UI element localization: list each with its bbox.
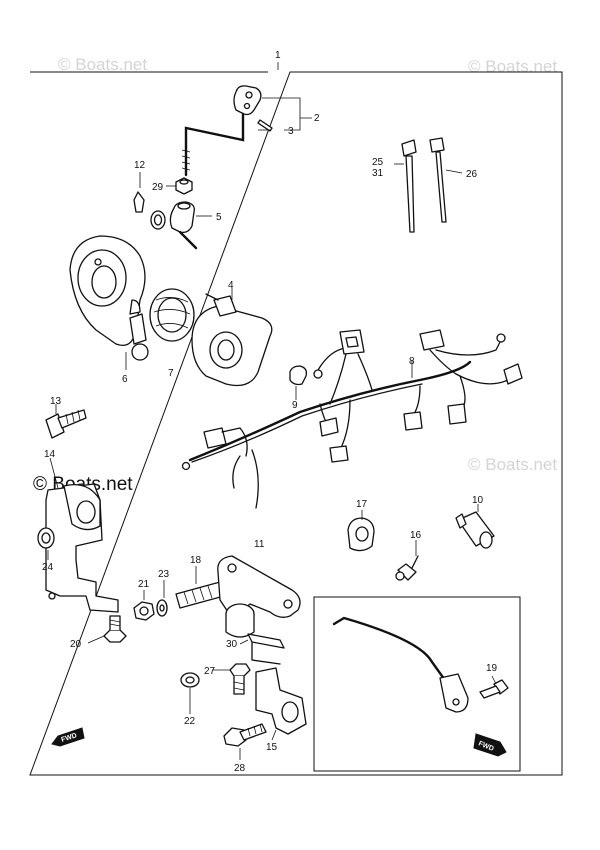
bolt-19 [479, 679, 509, 699]
terminal-16 [395, 555, 419, 581]
callout-16: 16 [410, 530, 422, 541]
bolt-27 [229, 663, 251, 695]
main-frame [29, 71, 563, 776]
callout-23: 23 [158, 569, 170, 580]
wiring-harness [181, 329, 523, 509]
callout-2: 2 [314, 113, 320, 124]
callout-13: 13 [50, 396, 62, 407]
fwd-arrow-left: FWD [51, 727, 85, 747]
clip-30 [247, 633, 285, 665]
callout-14: 14 [44, 449, 56, 460]
callout-26: 26 [466, 169, 478, 180]
nut-washer-rod [133, 581, 225, 621]
bracket-plate-11 [217, 555, 301, 638]
callout-5: 5 [216, 212, 222, 223]
grommet-17 [347, 517, 375, 552]
callout-28: 28 [234, 763, 246, 774]
callout-29: 29 [152, 182, 164, 193]
callout-19: 19 [486, 663, 498, 674]
bracket-15 [255, 667, 307, 735]
callout-4: 4 [228, 280, 234, 291]
bolt-20 [103, 615, 127, 643]
callout-7: 7 [168, 368, 174, 379]
connector-10 [455, 511, 495, 549]
cam-spring [149, 288, 195, 342]
cable-tie-26 [429, 137, 447, 223]
callout-17: 17 [356, 499, 368, 510]
watermark-top-right: © Boats.net [468, 57, 557, 76]
bracket-14 [45, 483, 119, 613]
callout-18: 18 [190, 555, 202, 566]
screw-13 [45, 409, 87, 439]
bushing-24 [37, 527, 55, 549]
callout-25: 25 [372, 157, 384, 168]
callout-24: 24 [42, 562, 54, 573]
callout-8: 8 [409, 356, 415, 367]
throttle-cam-housing [69, 235, 149, 361]
bolt-28 [223, 723, 267, 747]
callouts: 1 2 3 4 5 6 7 8 9 10 11 12 13 14 15 16 1… [42, 50, 498, 774]
cable-tie-25 [401, 139, 417, 233]
callout-6: 6 [122, 374, 128, 385]
callout-9: 9 [292, 400, 298, 411]
fwd-arrow-right: FWD [473, 733, 507, 757]
inset-frame [313, 596, 521, 772]
watermark-mid-right: © Boats.net [468, 455, 557, 474]
callout-11: 11 [254, 539, 265, 550]
watermark-top-left: © Boats.net [58, 55, 147, 74]
callout-27: 27 [204, 666, 216, 677]
inset-lever-rod [332, 616, 469, 713]
callout-30: 30 [226, 639, 238, 650]
callout-15: 15 [266, 742, 278, 753]
callout-20: 20 [70, 639, 82, 650]
callout-21: 21 [138, 579, 150, 590]
callout-31: 31 [372, 168, 384, 179]
callout-10: 10 [472, 495, 484, 506]
washer-22 [180, 672, 200, 688]
joint-assembly [133, 177, 198, 250]
neutral-switch [191, 293, 273, 387]
leader-lines [47, 62, 497, 760]
callout-12: 12 [134, 160, 146, 171]
fwd-label-left: FWD [60, 732, 77, 744]
link-rod-assembly [181, 85, 273, 177]
callout-22: 22 [184, 716, 196, 727]
callout-1: 1 [275, 50, 281, 61]
callout-3: 3 [288, 126, 294, 137]
